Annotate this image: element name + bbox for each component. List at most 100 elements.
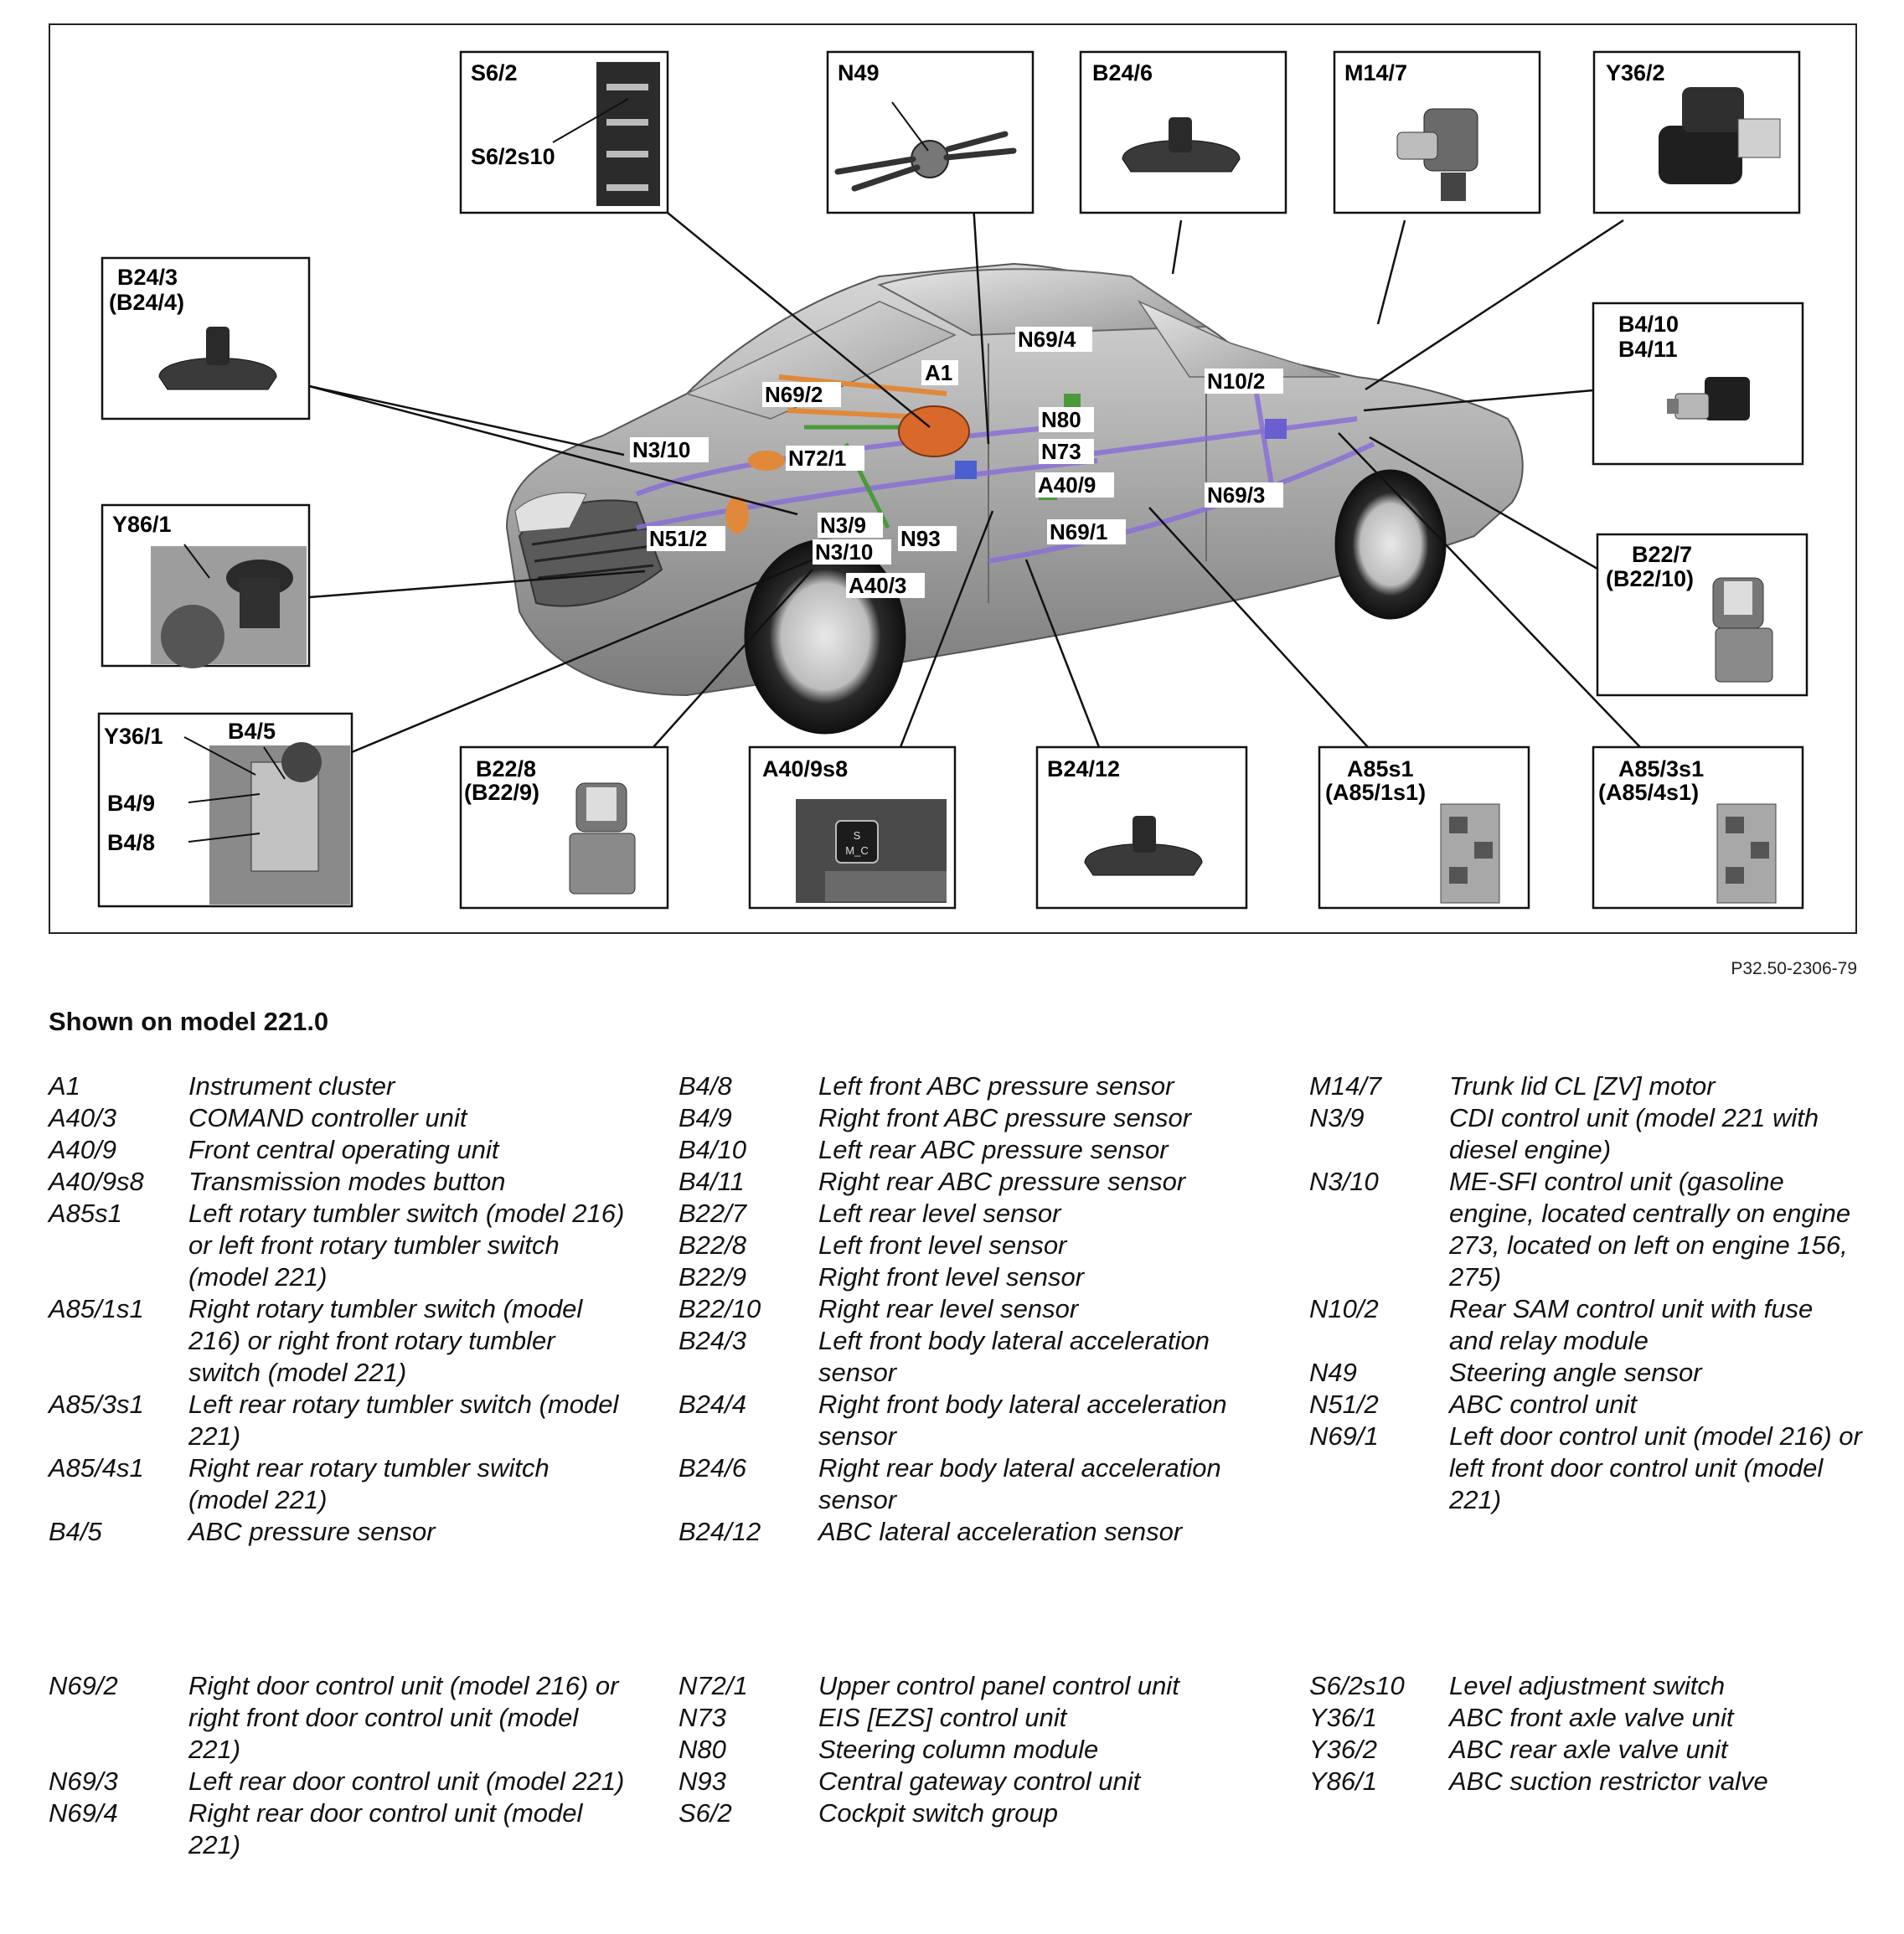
car-label-n39: N3/9: [818, 513, 883, 538]
legend-code: B4/8: [679, 1071, 732, 1101]
legend-description: Right rotary tumbler switch (model 216) …: [188, 1294, 583, 1387]
car-label-a409: A40/9: [1035, 472, 1114, 498]
legend-code: A40/9s8: [49, 1167, 144, 1196]
legend-description: ABC rear axle valve unit: [1449, 1735, 1728, 1764]
legend-entry: A85/1s1 Right rotary tumbler switch (mode…: [49, 1293, 627, 1389]
callout-a851s1-label: (A85/1s1): [1325, 780, 1426, 805]
legend-description: Left front ABC pressure sensor: [818, 1071, 1174, 1101]
legend-code: B24/3: [679, 1326, 747, 1355]
legend-description: Right front ABC pressure sensor: [818, 1103, 1192, 1132]
model-subtitle: Shown on model 221.0: [49, 1007, 329, 1036]
car-label-n310-top: N3/10: [630, 437, 709, 462]
callout-a854s1-label: (A85/4s1): [1598, 780, 1699, 805]
callout-b227: B22/7 (B22/10): [1596, 533, 1809, 697]
legend-code: A85/1s1: [49, 1294, 144, 1323]
car-label-n102: N10/2: [1205, 369, 1283, 394]
legend-description: ME-SFI control unit (gasoline engine, lo…: [1449, 1167, 1851, 1292]
car-label-n80: N80: [1039, 407, 1094, 432]
car-label-n39-text: N3/9: [820, 513, 866, 538]
callout-y861: Y86/1: [101, 503, 311, 668]
legend-description: ABC lateral acceleration sensor: [818, 1517, 1183, 1546]
legend-description: Left rear level sensor: [818, 1199, 1061, 1228]
callout-b244-label: (B24/4): [109, 290, 184, 315]
legend-code: Y36/1: [1309, 1703, 1378, 1732]
legend-code: Y36/2: [1309, 1735, 1378, 1764]
legend-description: Right rear ABC pressure sensor: [818, 1167, 1186, 1196]
legend-description: Right rear door control unit (model 221): [188, 1798, 583, 1859]
diagram-frame: S6/2 S6/2s10 N49 B24/6 M14/7 Y36/2: [49, 23, 1857, 934]
callout-m147-label: M14/7: [1344, 60, 1407, 85]
car-label-n721: N72/1: [786, 446, 864, 471]
callout-m147: M14/7: [1333, 50, 1541, 214]
legend-description: Left door control unit (model 216) or le…: [1449, 1421, 1862, 1514]
legend-code: N69/4: [49, 1798, 118, 1828]
car-label-a403: A40/3: [846, 573, 925, 598]
legend-code: N51/2: [1309, 1390, 1379, 1419]
legend-description: Right door control unit (model 216) or r…: [188, 1671, 619, 1764]
legend-code: N10/2: [1309, 1294, 1379, 1323]
legend-description: COMAND controller unit: [188, 1103, 467, 1132]
callout-y362-label: Y36/2: [1606, 60, 1665, 85]
legend-entry: N69/4 Right rear door control unit (model…: [49, 1797, 627, 1861]
legend-description: Left rear door control unit (model 221): [188, 1766, 625, 1796]
callout-n49-label: N49: [838, 60, 880, 85]
legend-description: Upper control panel control unit: [818, 1671, 1179, 1700]
car-label-a409-text: A40/9: [1038, 472, 1096, 498]
legend-entry: B4/8 Left front ABC pressure sensor: [679, 1070, 1256, 1102]
svg-text:S: S: [854, 829, 861, 842]
legend-code: N80: [679, 1735, 726, 1764]
callout-a85s1-label: A85s1: [1347, 756, 1414, 781]
legend-code: Y86/1: [1309, 1766, 1378, 1796]
legend-description: Steering column module: [818, 1735, 1099, 1764]
legend-entry: N72/1 Upper control panel control unit: [679, 1670, 1256, 1702]
car-label-n692: N69/2: [762, 382, 841, 407]
callout-b243-label: B24/3: [117, 265, 178, 290]
legend-description: Right rear body lateral acceleration sen…: [818, 1453, 1221, 1514]
legend-code: B4/10: [679, 1135, 747, 1164]
car-label-n512-text: N51/2: [649, 526, 707, 551]
callout-y362: Y36/2: [1592, 50, 1801, 214]
car-label-n102-text: N10/2: [1207, 369, 1265, 394]
legend-description: Central gateway control unit: [818, 1766, 1141, 1796]
legend-description: Steering angle sensor: [1449, 1358, 1702, 1387]
figure-reference: P32.50-2306-79: [1731, 959, 1857, 978]
legend-entry: N80 Steering column module: [679, 1734, 1256, 1766]
callout-b246-label: B24/6: [1092, 60, 1153, 85]
car-label-n693: N69/3: [1205, 482, 1283, 508]
legend-description: Rear SAM control unit with fuse and rela…: [1449, 1294, 1814, 1355]
legend-code: B22/7: [679, 1199, 747, 1228]
legend-entry: Y36/2 ABC rear axle valve unit: [1309, 1734, 1862, 1766]
legend-description: Left front body lateral acceleration sen…: [818, 1326, 1210, 1387]
car-label-n310-mid: N3/10: [813, 539, 891, 565]
legend-code: N69/1: [1309, 1421, 1379, 1451]
legend-description: Front central operating unit: [188, 1135, 499, 1164]
callout-b48-label: B4/8: [107, 830, 155, 855]
callout-n49: N49: [826, 50, 1035, 214]
car-label-n80-text: N80: [1041, 407, 1081, 432]
car-label-n93: N93: [898, 526, 957, 551]
callout-b227-label: B22/7: [1632, 542, 1692, 567]
legend-code: N72/1: [679, 1671, 748, 1700]
legend-description: Cockpit switch group: [818, 1798, 1059, 1828]
legend-code: N73: [679, 1703, 726, 1732]
